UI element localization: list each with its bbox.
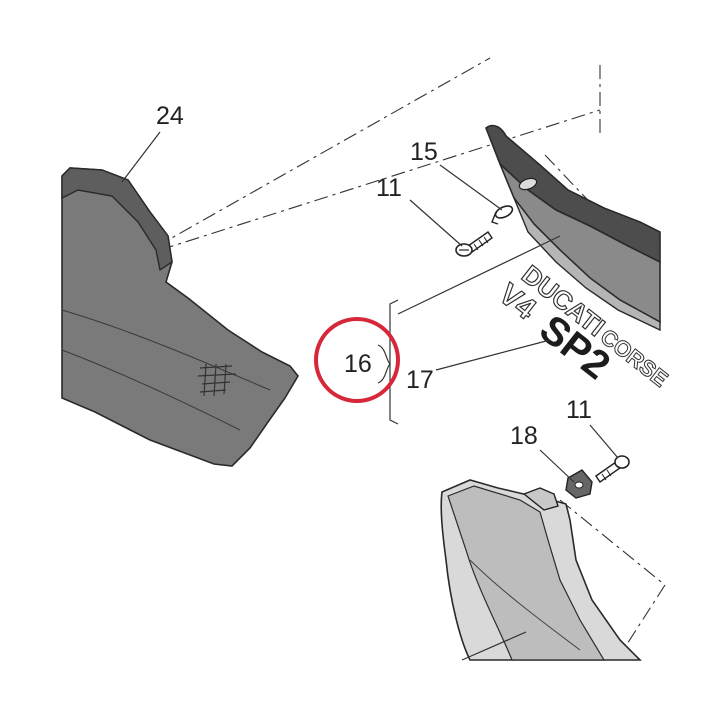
leader-15: [439, 164, 503, 211]
flap-crease-1: [61, 309, 271, 391]
callout-numbers: 24 15 11 16 17 18 11: [156, 102, 592, 450]
clip-tab: [491, 211, 499, 225]
fairing-lower-band: [513, 197, 661, 332]
upper-fairing-panel: [485, 124, 661, 332]
screw-upper-thread: [473, 236, 489, 251]
flap-logo-emboss: [197, 363, 237, 397]
axis-line-fastener-lower: [559, 499, 666, 586]
highlight-ring-16: [314, 317, 400, 403]
callout-11-lower: 11: [566, 396, 592, 424]
callout-16: 16: [344, 350, 372, 378]
leader-11-lower: [589, 424, 619, 459]
part-11-screw-upper: [455, 231, 493, 257]
leader-17: [435, 339, 551, 371]
callout-17: 17: [406, 366, 434, 394]
axis-line-diagonal-lower: [159, 109, 601, 251]
callout-18: 18: [510, 422, 538, 450]
clip-ring: [494, 205, 514, 219]
lower-panel-tab: [522, 487, 559, 511]
lower-panel-crease: [469, 559, 581, 651]
flap-crease-2: [61, 349, 241, 431]
callout-11-upper: 11: [376, 174, 402, 202]
leader-lines: [121, 131, 619, 661]
brace-16: [377, 344, 391, 384]
bracket-16: [389, 299, 399, 425]
callout-24: 24: [156, 102, 184, 130]
axis-line-lower-right: [619, 584, 666, 656]
fairing-mount-hole: [518, 177, 538, 191]
lower-panel-face: [447, 485, 606, 661]
part-18-clip-nut: [565, 469, 593, 499]
screw-lower-head: [614, 455, 630, 469]
leader-11-upper: [409, 199, 463, 247]
screw-lower-thread: [601, 469, 612, 481]
leader-24: [121, 131, 161, 183]
callout-15: 15: [410, 138, 438, 166]
clip-nut-hole: [574, 481, 584, 489]
part-11-screw-lower: [595, 455, 630, 483]
flap-body: [61, 167, 299, 467]
part-24-flap: [61, 167, 299, 467]
leader-16-to-fairing: [397, 235, 561, 315]
part-15-clip: [491, 205, 514, 225]
flap-top-edge: [61, 167, 173, 272]
leader-18: [539, 449, 575, 483]
leader-lower-panel: [461, 631, 527, 661]
lower-side-panel: [440, 479, 642, 661]
